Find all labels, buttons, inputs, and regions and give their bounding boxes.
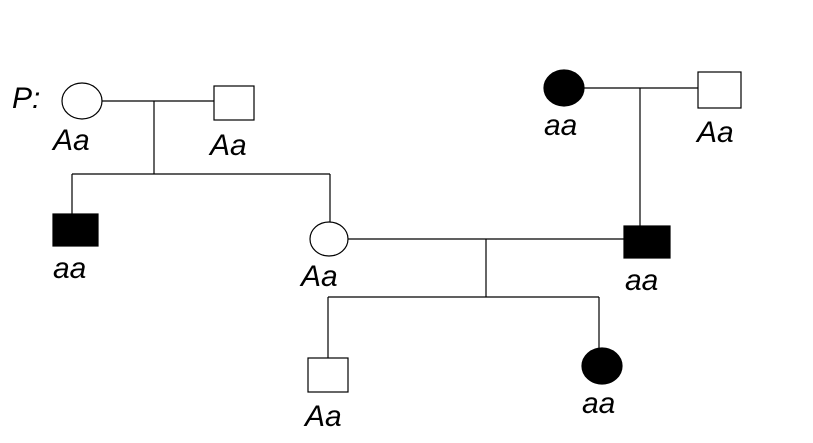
individual-p-mother: Aa [51,82,103,157]
male-unaffected-symbol [307,357,349,393]
individual-p-daughter: Aa [299,221,349,293]
genotype-label: Aa [299,260,338,293]
male-unaffected-symbol [697,71,742,109]
female-unaffected-symbol [309,221,349,257]
genotype-label: aa [53,252,86,285]
genotype-label: aa [582,387,615,420]
female-affected-symbol [581,347,623,385]
individual-p-father: Aa [208,85,255,162]
male-affected-symbol [623,225,671,259]
male-unaffected-symbol [213,85,255,121]
genotype-label: aa [625,264,658,297]
individual-r-son: aa [623,225,671,297]
individual-r-father: Aa [695,71,742,149]
male-affected-symbol [52,213,99,247]
genotype-label: Aa [208,129,247,162]
genotype-label: Aa [695,116,734,149]
pedigree-lines [71,87,698,358]
individual-c-daughter: aa [581,347,623,420]
genotype-label: aa [544,109,577,142]
individual-r-mother: aa [543,69,585,142]
individual-p-son: aa [52,213,99,285]
genotype-label: Aa [303,400,342,433]
genotype-label: Aa [51,124,90,157]
female-unaffected-symbol [61,82,103,120]
generation-label: P: [12,82,40,115]
female-affected-symbol [543,69,585,107]
individual-c-son: Aa [303,357,349,433]
